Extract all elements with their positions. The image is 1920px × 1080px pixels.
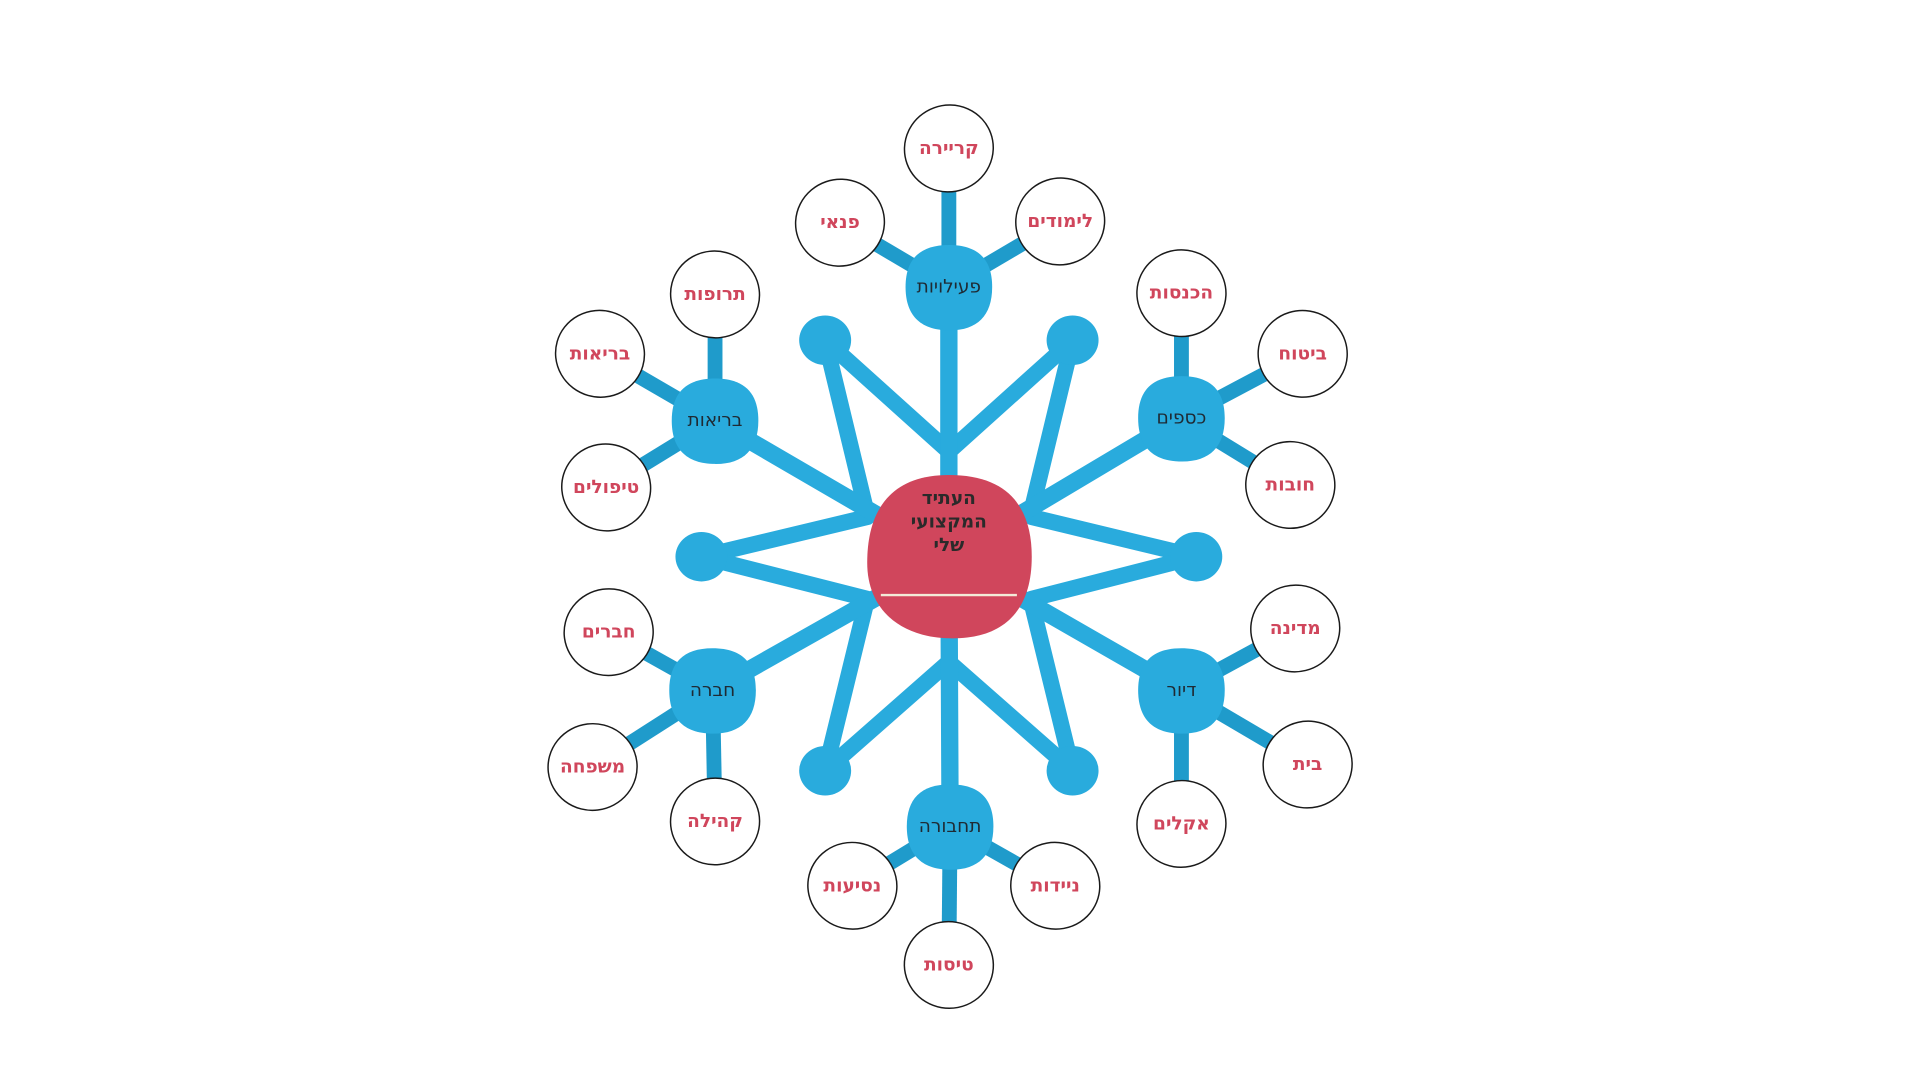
- hub-blob: [905, 244, 993, 331]
- leaf-bubble: [547, 722, 638, 812]
- hub-label: חברה: [690, 680, 735, 701]
- leaf-label: הכנסות: [1150, 283, 1213, 304]
- leaf-node[interactable]: בריאות: [545, 300, 654, 408]
- leaf-node[interactable]: טיפולים: [551, 433, 661, 542]
- leaf-bubble: [561, 443, 652, 532]
- leaf-bubble: [1015, 177, 1106, 266]
- hub-blob: [1138, 648, 1225, 734]
- dot-connector: [817, 332, 875, 518]
- leaf-label: טיסות: [924, 954, 974, 975]
- leaf-bubble: [903, 104, 995, 193]
- dot-connector: [940, 653, 1081, 779]
- leaf-label: חברים: [582, 622, 636, 643]
- center-blob: [867, 475, 1032, 639]
- leaf-node[interactable]: בית: [1254, 712, 1360, 816]
- leaf-node[interactable]: פנאי: [784, 167, 896, 278]
- dot-connector: [693, 548, 876, 607]
- leaf-label: אקלים: [1153, 813, 1210, 834]
- leaf-label: תרופות: [684, 284, 745, 305]
- hub-node[interactable]: תחבורה: [906, 784, 994, 870]
- leaf-bubble: [903, 920, 995, 1010]
- leaf-bubble: [669, 777, 761, 866]
- leaf-node[interactable]: קהילה: [666, 774, 764, 869]
- leaf-node[interactable]: חובות: [1242, 438, 1338, 532]
- hub-label: בריאות: [688, 410, 743, 431]
- leaf-bubble: [1262, 720, 1353, 809]
- leaf-label: מדינה: [1270, 618, 1321, 639]
- hub-node[interactable]: חברה: [669, 648, 756, 734]
- hub-blob: [1138, 376, 1225, 462]
- hub-node[interactable]: פעילויות: [905, 244, 993, 331]
- decorative-dot: [799, 315, 852, 365]
- leaf-bubble: [563, 588, 654, 677]
- leaf-node[interactable]: קריירה: [892, 93, 1005, 205]
- leaf-node[interactable]: ביטוח: [1255, 308, 1350, 401]
- leaf-label: בריאות: [570, 343, 630, 364]
- dot-connector: [1023, 509, 1205, 565]
- leaf-label: קהילה: [687, 811, 743, 832]
- decorative-dot: [1046, 745, 1099, 796]
- dot-connector: [1023, 548, 1205, 607]
- leaf-bubble: [1010, 841, 1101, 930]
- leaf-node[interactable]: מדינה: [1242, 576, 1349, 682]
- leaf-label: ביטוח: [1278, 343, 1326, 364]
- center-line-1: העתיד: [922, 488, 976, 509]
- hub-label: כספים: [1156, 408, 1206, 429]
- hub-node[interactable]: כספים: [1138, 376, 1225, 462]
- hub-blob: [669, 648, 756, 734]
- hub-node[interactable]: דיור: [1138, 648, 1225, 734]
- leaf-bubble: [807, 841, 898, 930]
- decorative-dot: [1170, 531, 1223, 582]
- leaf-node[interactable]: נסיעות: [802, 836, 904, 935]
- leaf-bubble: [1136, 779, 1227, 869]
- leaf-node[interactable]: הכנסות: [1135, 248, 1228, 339]
- hub-label: דיור: [1167, 680, 1197, 701]
- leaf-node[interactable]: משפחה: [543, 719, 642, 816]
- leaf-label: משפחה: [560, 757, 625, 778]
- leaf-label: בית: [1293, 754, 1322, 775]
- leaf-bubble: [1245, 440, 1336, 529]
- leaf-bubble: [554, 309, 646, 398]
- hub-node[interactable]: בריאות: [671, 378, 759, 464]
- dot-connector: [693, 509, 876, 565]
- dot-connector: [817, 595, 875, 779]
- hub-blob: [906, 784, 994, 870]
- leaf-label: טיפולים: [573, 477, 639, 498]
- leaf-bubble: [669, 250, 761, 339]
- leaf-label: קריירה: [919, 138, 979, 159]
- center-line-3: שלי: [933, 535, 964, 556]
- leaf-node[interactable]: אקלים: [1129, 772, 1234, 875]
- dot-connector: [940, 332, 1081, 460]
- leaf-label: לימודים: [1027, 211, 1093, 232]
- dot-connector: [1023, 332, 1081, 518]
- leaf-label: נסיעות: [823, 875, 881, 896]
- dot-connector: [817, 332, 957, 460]
- leaf-node[interactable]: תרופות: [661, 241, 769, 348]
- dot-connector: [817, 653, 957, 779]
- leaf-bubble: [1136, 249, 1227, 338]
- leaf-bubble: [794, 178, 886, 267]
- leaf-bubble: [1250, 584, 1341, 673]
- leaf-label: פנאי: [820, 212, 860, 233]
- dot-connector: [1023, 595, 1081, 779]
- leaf-node[interactable]: טיסות: [897, 915, 1000, 1016]
- decorative-dot: [675, 531, 728, 582]
- hub-label: תחבורה: [919, 816, 982, 837]
- hub-label: פעילויות: [917, 277, 981, 298]
- hub-blob: [671, 378, 759, 464]
- leaf-label: ניידות: [1031, 875, 1080, 896]
- leaf-node[interactable]: לימודים: [1004, 167, 1115, 277]
- center-line-2: המקצועי: [911, 512, 987, 533]
- leaf-node[interactable]: חברים: [559, 583, 659, 681]
- leaf-node[interactable]: ניידות: [1003, 835, 1107, 937]
- decorative-dot: [799, 745, 852, 796]
- leaf-label: חובות: [1266, 474, 1315, 495]
- center-node[interactable]: העתיד המקצועי שלי: [867, 475, 1032, 639]
- decorative-dot: [1046, 315, 1099, 365]
- leaf-bubble: [1257, 309, 1348, 398]
